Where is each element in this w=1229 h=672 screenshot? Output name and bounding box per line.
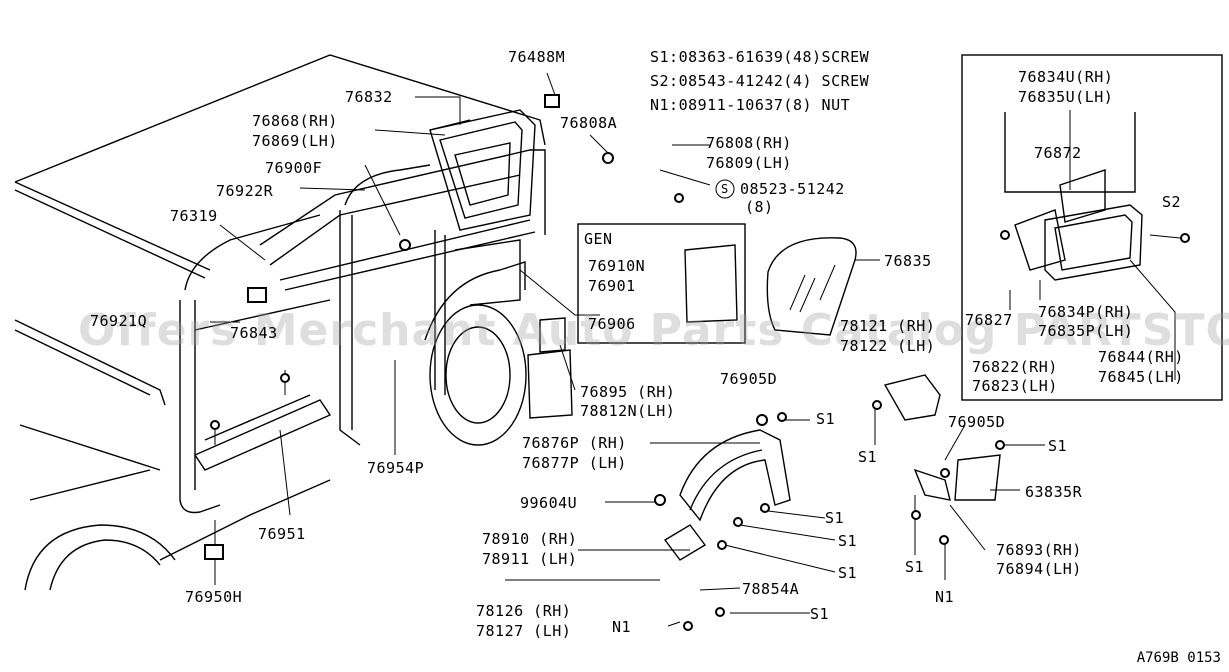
- part-label-76905d-a: 76905D: [720, 370, 778, 388]
- part-label-76906: 76906: [588, 315, 636, 333]
- fasteners: [204, 94, 1190, 631]
- part-label-76954p: 76954P: [367, 459, 425, 477]
- part-label-76843: 76843: [230, 324, 278, 342]
- screw-label-s1-d: S1: [838, 564, 858, 582]
- fuel-lid: [954, 454, 1001, 501]
- part-label-76808: 76808(RH): [706, 134, 792, 152]
- part-label-76951: 76951: [258, 525, 306, 543]
- part-label-76893: 76893(RH): [996, 541, 1082, 559]
- part-label-76835p: 76835P(LH): [1038, 322, 1134, 340]
- side-glass: [766, 237, 857, 336]
- nut-label-n1-b: N1: [935, 588, 955, 606]
- rear-wheel: [424, 239, 527, 446]
- hinge-bracket: [883, 374, 941, 421]
- gen-plate: [684, 244, 738, 323]
- rear-quarter-windows: [429, 109, 536, 231]
- part-label-76808a: 76808A: [560, 114, 618, 132]
- part-label-76822: 76822(RH): [972, 358, 1058, 376]
- part-label-76950h: 76950H: [185, 588, 243, 606]
- circled-s-symbol: S: [721, 182, 729, 196]
- part-label-76872: 76872: [1034, 144, 1082, 162]
- screw-label-s2: S2: [1162, 193, 1182, 211]
- part-label-78122: 78122 (LH): [840, 337, 936, 355]
- part-label-08523: 08523-51242: [740, 180, 845, 198]
- fender-flare: [663, 429, 791, 561]
- gen-box-frame: [577, 223, 746, 344]
- part-label-76868: 76868(RH): [252, 112, 338, 130]
- leader-lines: [210, 72, 1181, 627]
- mud-flap: [527, 349, 573, 419]
- part-label-76921q: 76921Q: [90, 312, 148, 330]
- legend-n1: N1:08911-10637(8) NUT: [650, 96, 851, 114]
- part-label-76832: 76832: [345, 88, 393, 106]
- part-label-76869: 76869(LH): [252, 132, 338, 150]
- part-label-76827: 76827: [965, 311, 1013, 329]
- part-label-76835: 76835: [884, 252, 932, 270]
- part-label-76895: 76895 (RH): [580, 383, 676, 401]
- part-label-76823: 76823(LH): [972, 377, 1058, 395]
- screw-label-s1-c: S1: [838, 532, 858, 550]
- part-label-78911: 78911 (LH): [482, 550, 578, 568]
- part-label-08523-qty: (8): [745, 198, 774, 216]
- part-label-76809: 76809(LH): [706, 154, 792, 172]
- part-label-78126: 78126 (RH): [476, 602, 572, 620]
- part-label-76905d-b: 76905D: [948, 413, 1006, 431]
- nut-label-n1-a: N1: [612, 618, 632, 636]
- part-label-78121: 78121 (RH): [840, 317, 936, 335]
- step-plate: [193, 370, 332, 471]
- part-label-76319: 76319: [170, 207, 218, 225]
- part-label-76877p: 76877P (LH): [522, 454, 627, 472]
- screw-label-s1-a: S1: [816, 410, 836, 428]
- part-label-76910n: 76910N: [588, 257, 646, 275]
- window-inset-frame: [961, 54, 1223, 401]
- legend-s1: S1:08363-61639(48)SCREW: [650, 48, 870, 66]
- screw-label-s1-f: S1: [1048, 437, 1068, 455]
- part-label-78910: 78910 (RH): [482, 530, 578, 548]
- part-label-76488m: 76488M: [508, 48, 566, 66]
- gen-box-title: GEN: [584, 230, 613, 248]
- vehicle-body: [14, 54, 546, 591]
- legend-s2: S2:08543-41242(4) SCREW: [650, 72, 870, 90]
- screw-label-s1-g: S1: [858, 448, 878, 466]
- part-label-76845: 76845(LH): [1098, 368, 1184, 386]
- part-label-76922r: 76922R: [216, 182, 274, 200]
- diagram-code: A769B 0153: [1136, 650, 1221, 666]
- part-label-76901: 76901: [588, 277, 636, 295]
- part-label-76834u: 76834U(RH): [1018, 68, 1114, 86]
- part-label-78812n: 78812N(LH): [580, 402, 676, 420]
- part-label-99604u: 99604U: [520, 494, 578, 512]
- part-label-76844: 76844(RH): [1098, 348, 1184, 366]
- part-label-63835r: 63835R: [1025, 483, 1083, 501]
- screw-label-s1-h: S1: [905, 558, 925, 576]
- part-label-76835u: 76835U(LH): [1018, 88, 1114, 106]
- part-label-76834p: 76834P(RH): [1038, 303, 1134, 321]
- part-label-76900f: 76900F: [265, 159, 323, 177]
- screw-label-s1-e: S1: [810, 605, 830, 623]
- part-label-76876p: 76876P (RH): [522, 434, 627, 452]
- inset-glass: [1044, 204, 1143, 281]
- part-label-76894: 76894(LH): [996, 560, 1082, 578]
- part-label-78127: 78127 (LH): [476, 622, 572, 640]
- screw-label-s1-b: S1: [825, 509, 845, 527]
- part-label-78854a: 78854A: [742, 580, 800, 598]
